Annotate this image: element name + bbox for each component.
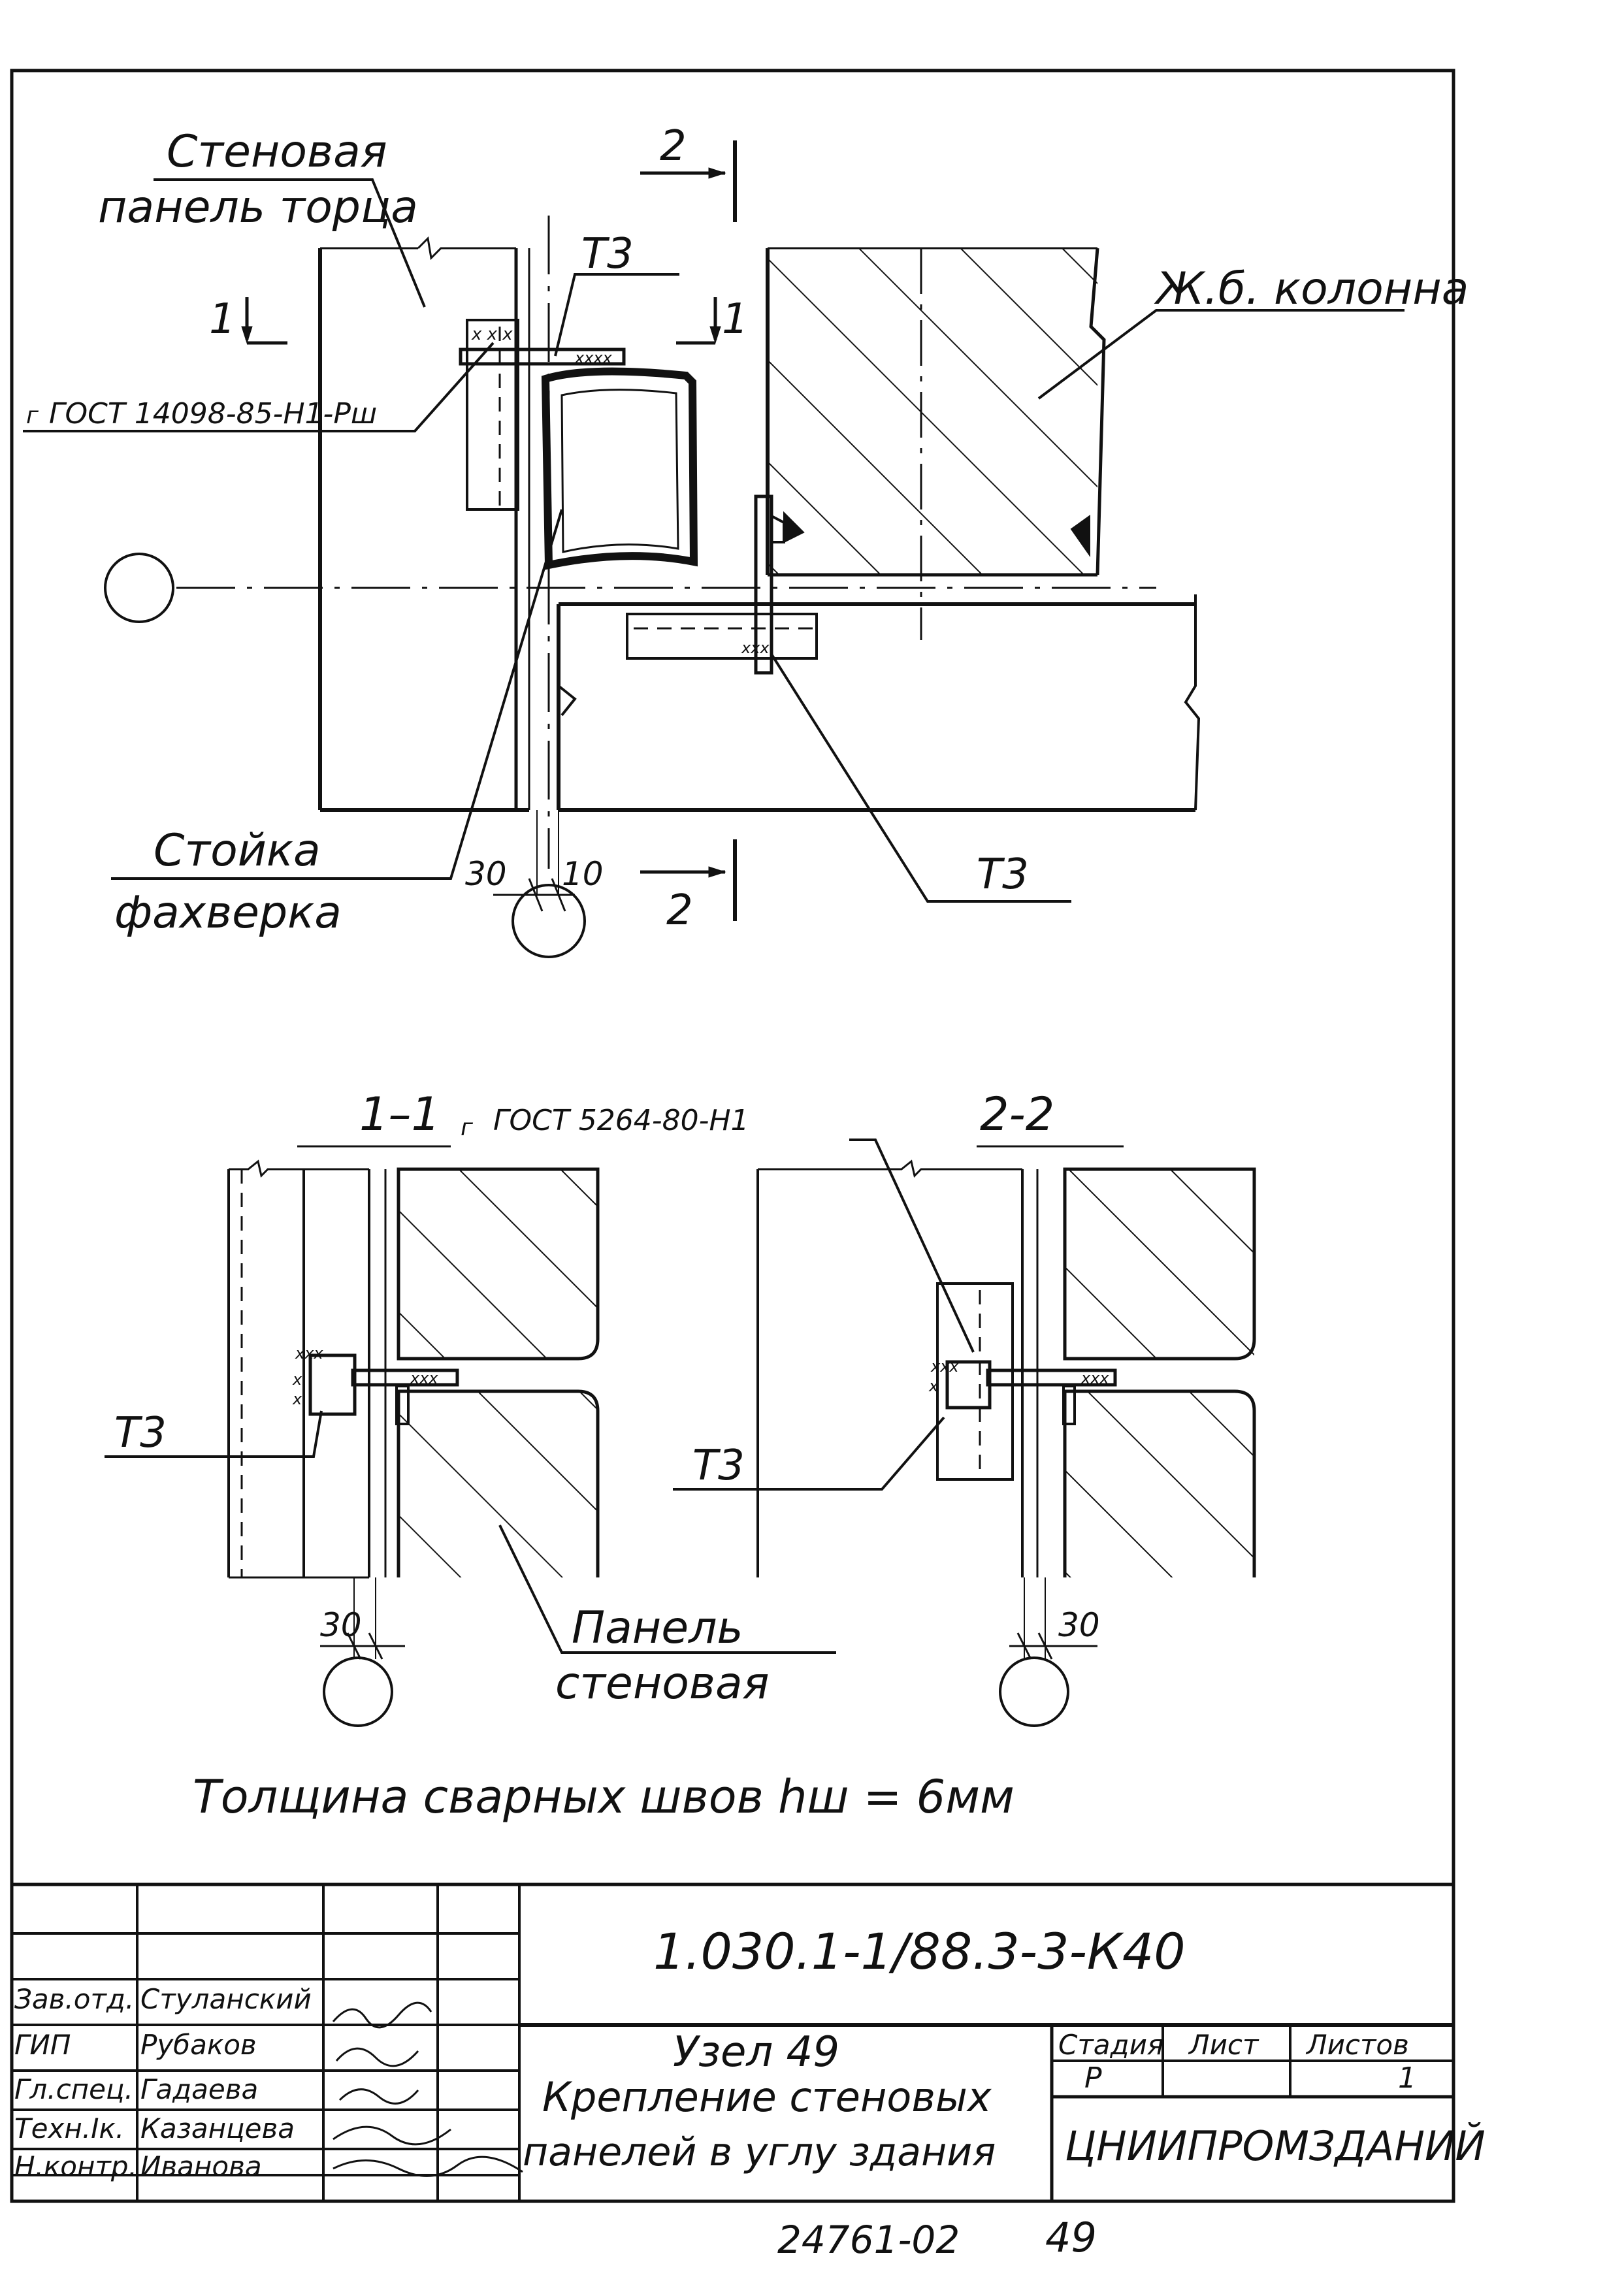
svg-text:х х х: х х х: [471, 325, 513, 344]
leader-rc-column: [1037, 309, 1405, 400]
label-cut-2-top: 2: [660, 122, 687, 170]
svg-text:x: x: [292, 1390, 302, 1408]
leader-post: [111, 509, 563, 880]
staff-name-2: Гадаева: [140, 2073, 259, 2105]
label-gost-top-prefix: г: [26, 402, 39, 429]
label-t3-section-1: Т3: [114, 1409, 167, 1457]
stage-header: Стадия: [1058, 2029, 1164, 2061]
cut-marker-1-right: [676, 297, 721, 345]
rc-column: [766, 247, 1106, 640]
leader-t3-bottom: [770, 652, 1071, 903]
axis-bubble-bottom: [512, 884, 586, 958]
label-post-2: фахверка: [114, 887, 342, 939]
node-desc-line2: панелей в углу здания: [523, 2129, 996, 2175]
staff-name-3: Казанцева: [140, 2112, 295, 2144]
section-2-2: xxx x xxx 2-2 Т3 30: [673, 1088, 1256, 1727]
plan-view: х х х xxxx: [23, 122, 1469, 958]
label-t3-bottom: Т3: [977, 850, 1029, 899]
staff-name-0: Стуланский: [140, 1983, 312, 2015]
weld-thickness-note: Толщина сварных швов hш = 6мм: [193, 1770, 1015, 1824]
label-cut-1-left: 1: [209, 295, 236, 344]
node-title: Узел 49: [673, 2028, 840, 2076]
svg-text:x: x: [292, 1370, 302, 1389]
node-desc-line1: Крепление стеновых: [542, 2073, 992, 2121]
footer-number: 24761-02: [777, 2218, 960, 2262]
stage-value: Р: [1084, 2061, 1102, 2095]
staff-role-3: Техн.Iк.: [14, 2112, 125, 2144]
label-t3-section-2: Т3: [692, 1442, 745, 1490]
label-dim-30: 30: [465, 855, 507, 893]
label-panel-2: стеновая: [555, 1658, 770, 1709]
plan-dimension: [493, 810, 575, 912]
section-1-1: xxx x x xxx 1–1 г ГОСТ 5264-80-Н1 Т3 30 …: [105, 1088, 836, 1727]
cut-marker-2-top: [640, 140, 737, 222]
page-number: 49: [1045, 2214, 1097, 2261]
label-gost-top: ГОСТ 14098-85-Н1-Рш: [49, 397, 377, 430]
label-panel-1: Панель: [572, 1602, 743, 1654]
label-cut-1-right: 1: [722, 295, 749, 344]
staff-role-0: Зав.отд.: [14, 1983, 135, 2015]
side-wall-panel: [557, 594, 1201, 812]
staff-role-4: Н.контр.: [14, 2150, 137, 2182]
svg-text:xxx: xxx: [1080, 1369, 1109, 1387]
staff-name-4: Иванова: [140, 2150, 262, 2182]
label-gost-sections: ГОСТ 5264-80-Н1: [493, 1104, 749, 1137]
label-rc-column: Ж.б. колонна: [1154, 263, 1469, 315]
svg-text:x: x: [928, 1377, 939, 1395]
connection-plate-column: [754, 494, 773, 675]
label-wall-panel-end-1: Стеновая: [167, 126, 387, 178]
svg-text:xxx: xxx: [295, 1344, 323, 1363]
label-t3-top: Т3: [581, 230, 634, 278]
label-post-1: Стойка: [154, 825, 321, 877]
steel-post: [541, 367, 698, 570]
svg-text:xxx: xxx: [410, 1369, 438, 1387]
title-block-grid: [12, 1884, 1453, 2201]
sheet-header: Лист: [1189, 2029, 1259, 2061]
staff-name-1: Рубаков: [140, 2029, 257, 2061]
cut-marker-2-bottom: [640, 839, 737, 921]
staff-role-1: ГИП: [14, 2029, 71, 2061]
svg-text:xxxx: xxxx: [574, 349, 613, 367]
signatures: [332, 2001, 523, 2177]
axis-bubble-left: [104, 553, 174, 623]
leader-t3-top: [554, 273, 679, 357]
staff-role-2: Гл.спец.: [14, 2073, 133, 2105]
drawing-frame: [10, 69, 1455, 2203]
sheets-header: Листов: [1307, 2029, 1409, 2061]
cut-marker-1-left: [241, 297, 287, 345]
leader-gost-top: [23, 342, 495, 432]
label-dim-30-section-2: 30: [1058, 1606, 1100, 1644]
label-section-2-2: 2-2: [980, 1088, 1054, 1141]
svg-text:xxx: xxx: [930, 1357, 959, 1376]
label-dim-30-section-1: 30: [320, 1606, 362, 1644]
label-wall-panel-end-2: панель торца: [98, 182, 418, 233]
label-cut-2-bottom: 2: [666, 886, 693, 935]
doc-code: 1.030.1-1/88.3-3-К40: [653, 1922, 1186, 1980]
label-dim-10: 10: [562, 855, 604, 893]
leader-wall-panel-end: [154, 178, 426, 308]
sheets-value: 1: [1398, 2061, 1416, 2095]
organization: ЦНИИПРОМЗДАНИЙ: [1065, 2122, 1486, 2170]
connection-plate-top: [459, 347, 626, 366]
embedded-plate-left: х х х: [466, 319, 519, 511]
label-gost-sections-prefix: г: [461, 1114, 474, 1141]
embedded-plate-bottom: xxx: [626, 613, 818, 660]
label-section-1-1: 1–1: [359, 1088, 440, 1141]
